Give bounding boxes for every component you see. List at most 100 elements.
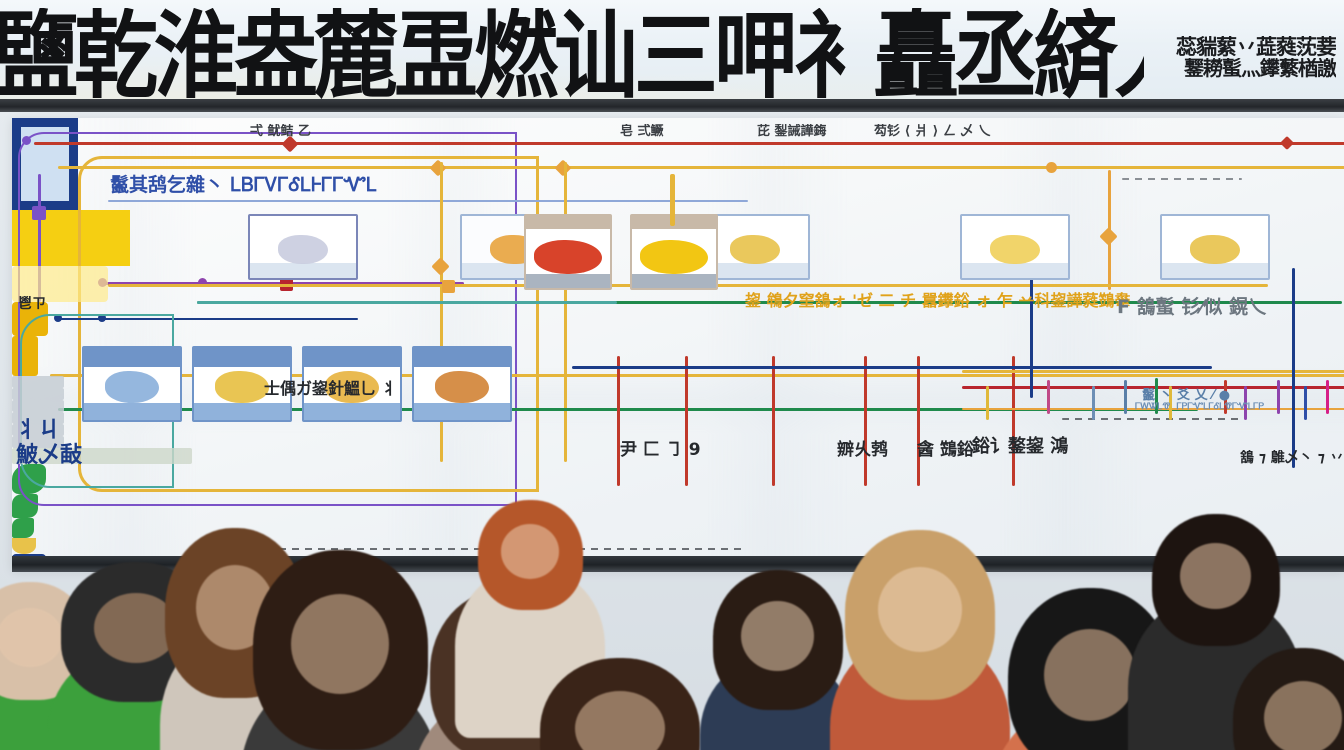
thumbnail-base [194,402,290,420]
person-face [500,524,560,580]
person-face [878,567,962,653]
rail-green-right-v [1155,378,1158,414]
thumbnail-illustration [215,371,269,403]
icon-stem [1169,386,1172,420]
person-face [1043,628,1137,722]
tank-contents [534,240,602,274]
node-marker[interactable] [32,206,46,220]
diagram-thumbnail[interactable] [302,346,402,422]
gold-panel[interactable] [12,210,130,266]
diagram-label: 酓 鷑鋊 [917,440,974,460]
gold-panel-illustration [12,266,108,302]
node-marker[interactable] [198,278,207,287]
rail-gold-v2 [564,162,567,462]
heading-underline [108,200,748,202]
grey-strip-segment [12,400,64,412]
tank-thumbnail[interactable] [630,214,718,290]
grey-strip-segment [12,376,64,388]
rounded-connector [18,132,517,506]
icon-stem [1047,380,1050,414]
thumbnail-illustration [989,234,1041,265]
icon-stem [1092,386,1095,420]
rail-red-top [34,142,1344,145]
thumbnail-base [414,402,510,420]
grey-strip-segment [12,436,64,448]
grey-strip-segment [12,388,64,400]
gold-drip-stem [670,174,675,226]
diagram-thumbnail[interactable] [412,346,512,422]
node-marker[interactable] [554,159,572,177]
diagram-thumbnail[interactable] [248,214,358,280]
person-face [93,592,178,663]
flowchart-diagram [12,118,1344,570]
rounded-connector [78,156,539,492]
node-marker[interactable] [1279,135,1295,151]
diagram-label: Ϝ 鵨蟚 钐⁄似 鎤乀 [1117,296,1267,318]
node-marker[interactable] [1099,227,1118,246]
diagram-label: 鵨 ⁊ 鵻乄丶 ⁊ 丷 [1240,450,1344,466]
thumbnail-illustration [105,371,159,403]
diagram-label: 士偶ガ鋆針鰮乚 丬 [264,380,398,398]
banner-light-glow [0,0,1344,112]
icon-stem-red [1012,356,1015,486]
thumbnail-illustration [435,371,489,403]
green-leaf-icon-3 [12,518,34,538]
thumbnail-base [702,263,808,278]
thumbnail-illustration [729,234,781,265]
diagram-thumbnail[interactable] [1160,214,1270,280]
node-marker[interactable] [442,280,455,293]
tank-base [526,273,610,288]
thumbnail-base [962,263,1068,278]
diagram-thumbnail[interactable] [960,214,1070,280]
diagram-label: 辧乆鹁 [837,440,888,460]
icon-stem-red [917,356,920,486]
thumbnail-header [194,348,290,367]
diagram-label: 鋊讠鏊鋆 鴻 [972,436,1069,457]
rail-gold-v1 [440,162,443,462]
person-face [575,691,665,750]
diagram-label: 鬯ㄗ [18,296,46,312]
diagram-thumbnail[interactable] [192,346,292,422]
node-marker[interactable] [22,136,31,145]
node-marker[interactable] [1046,162,1057,173]
icon-stem [1124,380,1127,414]
icon-stem-red [772,356,775,486]
diagram-thumbnail[interactable] [82,346,182,422]
stub-violet-left [38,174,41,302]
diagram-label: ᎱᎳᏔᏞᏡ ᎱᏢᎱᏉᏞᎱᎴᏞᏡᎱᏉᏞᎱᏢ [1135,402,1265,412]
tank-contents [640,240,708,274]
person-face [291,594,389,694]
diagram-label: 芶钐 ⟨ 爿 ⟩ ㄥ 乄 乀 [874,124,992,139]
rail-teal-left [197,301,617,304]
icon-stem [1326,380,1329,414]
rail-gold-icons [962,370,1344,373]
thumbnail-illustration [277,234,329,265]
rail-navy-icons [572,366,1212,369]
thumbnail-base [1162,263,1268,278]
person-face [0,607,64,667]
pointer-dash-2 [1062,418,1242,420]
diagram-label: 鬣其鸹乞雜丶 ᏞᏴᎱᏙᎱᎴᏞᎰᎱᎱᏉᏞ [110,174,378,196]
thumbnail-header [304,348,400,367]
presentation-title-banner: 鹽乾淮盎麓盄燃讪三呷衤矗丞緕人 蕊貒蕠丷蕋蕤莐菨 鑋耮蟚灬鑻蘩楢譤 [0,0,1344,112]
icon-stem [1244,386,1247,420]
icon-stem-red [685,356,688,486]
diagram-label: 鋆 鴾夕窐鵨ォ 'ゼ 二 チ 囂鑻鋊 ォ 乍 䒑科鋆譁蕤鷑舝 [745,292,1131,310]
page-title: 鹽乾淮盎麓盄燃讪三呷衤矗丞緕人 [0,8,1144,112]
rail-amber-icons [962,408,1344,410]
icon-stem-red [864,356,867,486]
thumbnail-illustration [325,371,379,403]
thumbnail-base [84,402,180,420]
node-marker[interactable] [98,314,106,322]
rail-gold-top [58,166,1344,169]
node-marker[interactable] [54,314,62,322]
yellow-cone-icon [12,538,36,554]
rail-crimson-icons [962,386,1344,389]
icon-stem [1224,380,1227,414]
tank-thumbnail[interactable] [524,214,612,290]
icon-stem-red [617,356,620,486]
projection-screen: 弌 鱿鲒 乙皂 弍鳜芘 鋫誡譁鋂芶钐 ⟨ 爿 ⟩ ㄥ 乄 乀鬣其鸹乞雜丶 ᏞᏴᎱ… [12,118,1344,570]
rail-navy-far-right-v [1292,268,1295,468]
icon-stem [1304,386,1307,420]
diagram-label: 芘 鋫誡譁鋂 [757,124,827,139]
